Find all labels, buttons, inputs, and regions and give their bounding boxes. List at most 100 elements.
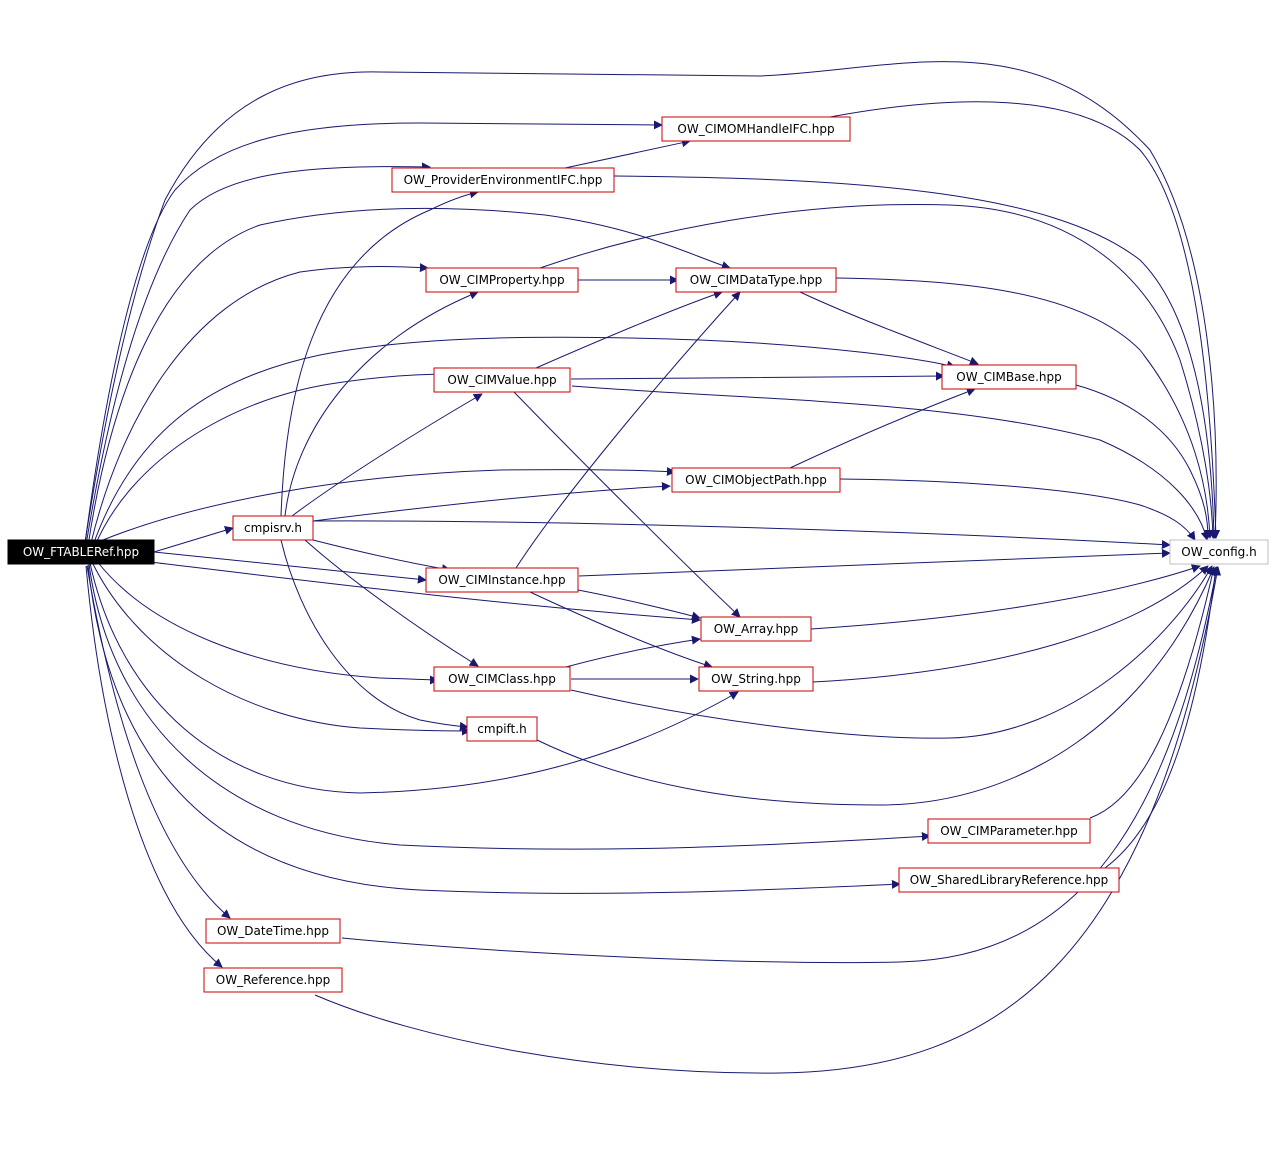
node-box-cimclass[interactable] (433, 666, 571, 692)
node-sharedlib[interactable]: OW_SharedLibraryReference.hpp (898, 867, 1120, 893)
node-box-ftable[interactable] (7, 539, 155, 565)
node-label-ftable: OW_FTABLERef.hpp (23, 545, 139, 559)
edge-ftable-to-cimobjectpath (97, 467, 676, 543)
node-label-cmpisrv: cmpisrv.h (244, 521, 302, 535)
edge-reference-to-config (314, 566, 1222, 1074)
node-box-cimobjectpath[interactable] (671, 467, 841, 493)
edge-cimvalue-to-cimdatatype (535, 290, 723, 369)
node-cimdatatype[interactable]: OW_CIMDataType.hpp (675, 267, 837, 293)
edge-ftable-to-cimbase (91, 336, 956, 549)
node-reference[interactable]: OW_Reference.hpp (203, 967, 343, 993)
node-box-ciminstance[interactable] (425, 567, 579, 593)
edge-ftable-to-config (84, 61, 1220, 543)
edge-ciminstance-to-config (578, 548, 1171, 577)
node-config[interactable]: OW_config.h (1169, 539, 1269, 565)
edge-cmpisrv-to-cimvalue (291, 393, 483, 517)
edge-provenv-to-config (613, 175, 1219, 539)
edge-ftable-to-provenv (85, 162, 431, 546)
node-box-string[interactable] (698, 666, 814, 692)
edge-ciminstance-to-cimdatatype (515, 291, 741, 569)
edge-cimdatatype-to-cimbase (799, 291, 979, 366)
node-cimproperty[interactable]: OW_CIMProperty.hpp (425, 267, 579, 293)
node-box-provenv[interactable] (391, 167, 615, 193)
node-box-cmpift[interactable] (466, 716, 538, 742)
edge-cimomhandle-to-config (829, 101, 1221, 539)
edges-layer (84, 61, 1222, 1074)
edge-cimobjectpath-to-cimbase (789, 387, 976, 469)
edge-ftable-to-array (149, 561, 701, 624)
node-label-string: OW_String.hpp (711, 672, 801, 686)
edge-array-to-config (810, 564, 1201, 630)
node-cimomhandle[interactable]: OW_CIMOMHandleIFC.hpp (661, 116, 851, 142)
edge-cimvalue-to-cimbase (570, 371, 945, 381)
node-label-datetime: OW_DateTime.hpp (217, 924, 329, 938)
edge-ftable-to-cmpift (91, 561, 471, 736)
node-label-cimdatatype: OW_CIMDataType.hpp (690, 273, 822, 287)
node-cimclass[interactable]: OW_CIMClass.hpp (433, 666, 571, 692)
edge-ftable-to-cimproperty (89, 263, 429, 548)
node-cmpisrv[interactable]: cmpisrv.h (232, 515, 314, 541)
node-provenv[interactable]: OW_ProviderEnvironmentIFC.hpp (391, 167, 615, 193)
node-label-sharedlib: OW_SharedLibraryReference.hpp (910, 873, 1109, 887)
node-datetime[interactable]: OW_DateTime.hpp (205, 918, 341, 944)
edge-provenv-to-cimomhandle (564, 138, 691, 169)
edge-ciminstance-to-string (529, 591, 713, 669)
edge-ftable-to-cimomhandle (84, 120, 663, 545)
edge-ftable-to-reference (85, 565, 223, 968)
node-cimparameter[interactable]: OW_CIMParameter.hpp (927, 818, 1091, 844)
node-box-cimvalue[interactable] (433, 367, 571, 393)
node-box-cimdatatype[interactable] (675, 267, 837, 293)
edge-string-to-config (812, 565, 1209, 683)
node-cmpift[interactable]: cmpift.h (466, 716, 538, 742)
edge-cmpisrv-to-cmpift (280, 539, 469, 731)
edge-cmpift-to-config (536, 566, 1216, 806)
edge-cmpisrv-to-cimobjectpath (312, 481, 671, 522)
node-cimobjectpath[interactable]: OW_CIMObjectPath.hpp (671, 467, 841, 493)
edge-cmpisrv-to-config (312, 520, 1171, 550)
edge-ftable-to-cmpisrv (153, 526, 234, 553)
node-label-cimbase: OW_CIMBase.hpp (956, 370, 1061, 384)
node-box-array[interactable] (700, 616, 812, 642)
node-box-cimparameter[interactable] (927, 818, 1091, 844)
node-box-cimproperty[interactable] (425, 267, 579, 293)
edge-cmpisrv-to-cimproperty (284, 290, 479, 517)
node-box-cimbase[interactable] (941, 364, 1077, 390)
edge-sharedlib-to-config (1104, 566, 1220, 869)
edge-cimdatatype-to-config (835, 277, 1215, 539)
edge-ftable-to-ciminstance (153, 551, 427, 584)
node-box-sharedlib[interactable] (898, 867, 1120, 893)
node-array[interactable]: OW_Array.hpp (700, 616, 812, 642)
node-ciminstance[interactable]: OW_CIMInstance.hpp (425, 567, 579, 593)
edge-cimbase-to-config (1075, 384, 1213, 539)
edge-cimclass-to-array (565, 635, 701, 668)
edge-cimvalue-to-array (513, 391, 741, 618)
node-label-ciminstance: OW_CIMInstance.hpp (438, 573, 565, 587)
edge-cimproperty-to-config (539, 204, 1218, 539)
node-label-array: OW_Array.hpp (714, 622, 799, 636)
node-label-cimomhandle: OW_CIMOMHandleIFC.hpp (677, 122, 834, 136)
edge-ftable-to-cimdatatype (87, 207, 731, 547)
node-cimbase[interactable]: OW_CIMBase.hpp (941, 364, 1077, 390)
edge-ciminstance-to-array (577, 589, 701, 621)
node-ftable[interactable]: OW_FTABLERef.hpp (7, 539, 155, 565)
edge-cimclass-to-config (570, 565, 1213, 739)
node-box-cmpisrv[interactable] (232, 515, 314, 541)
edge-cimparameter-to-config (1089, 566, 1217, 819)
nodes-layer: OW_FTABLERef.hpp OW_CIMOMHandleIFC.hppOW_… (7, 116, 1269, 993)
node-box-datetime[interactable] (205, 918, 341, 944)
node-box-reference[interactable] (203, 967, 343, 993)
edge-cimobjectpath-to-config (839, 478, 1196, 541)
edge-cmpisrv-to-ciminstance (312, 539, 451, 574)
node-string[interactable]: OW_String.hpp (698, 666, 814, 692)
node-box-config[interactable] (1169, 539, 1269, 565)
node-box-cimomhandle[interactable] (661, 116, 851, 142)
edge-ftable-to-datetime (86, 565, 231, 919)
edge-ftable-to-cimclass (95, 559, 439, 685)
node-label-provenv: OW_ProviderEnvironmentIFC.hpp (404, 173, 603, 187)
edge-ftable-to-cimparameter (88, 563, 931, 850)
node-cimvalue[interactable]: OW_CIMValue.hpp (433, 367, 571, 393)
edge-cimvalue-to-config (571, 385, 1210, 541)
edge-ftable-to-string (89, 562, 739, 794)
